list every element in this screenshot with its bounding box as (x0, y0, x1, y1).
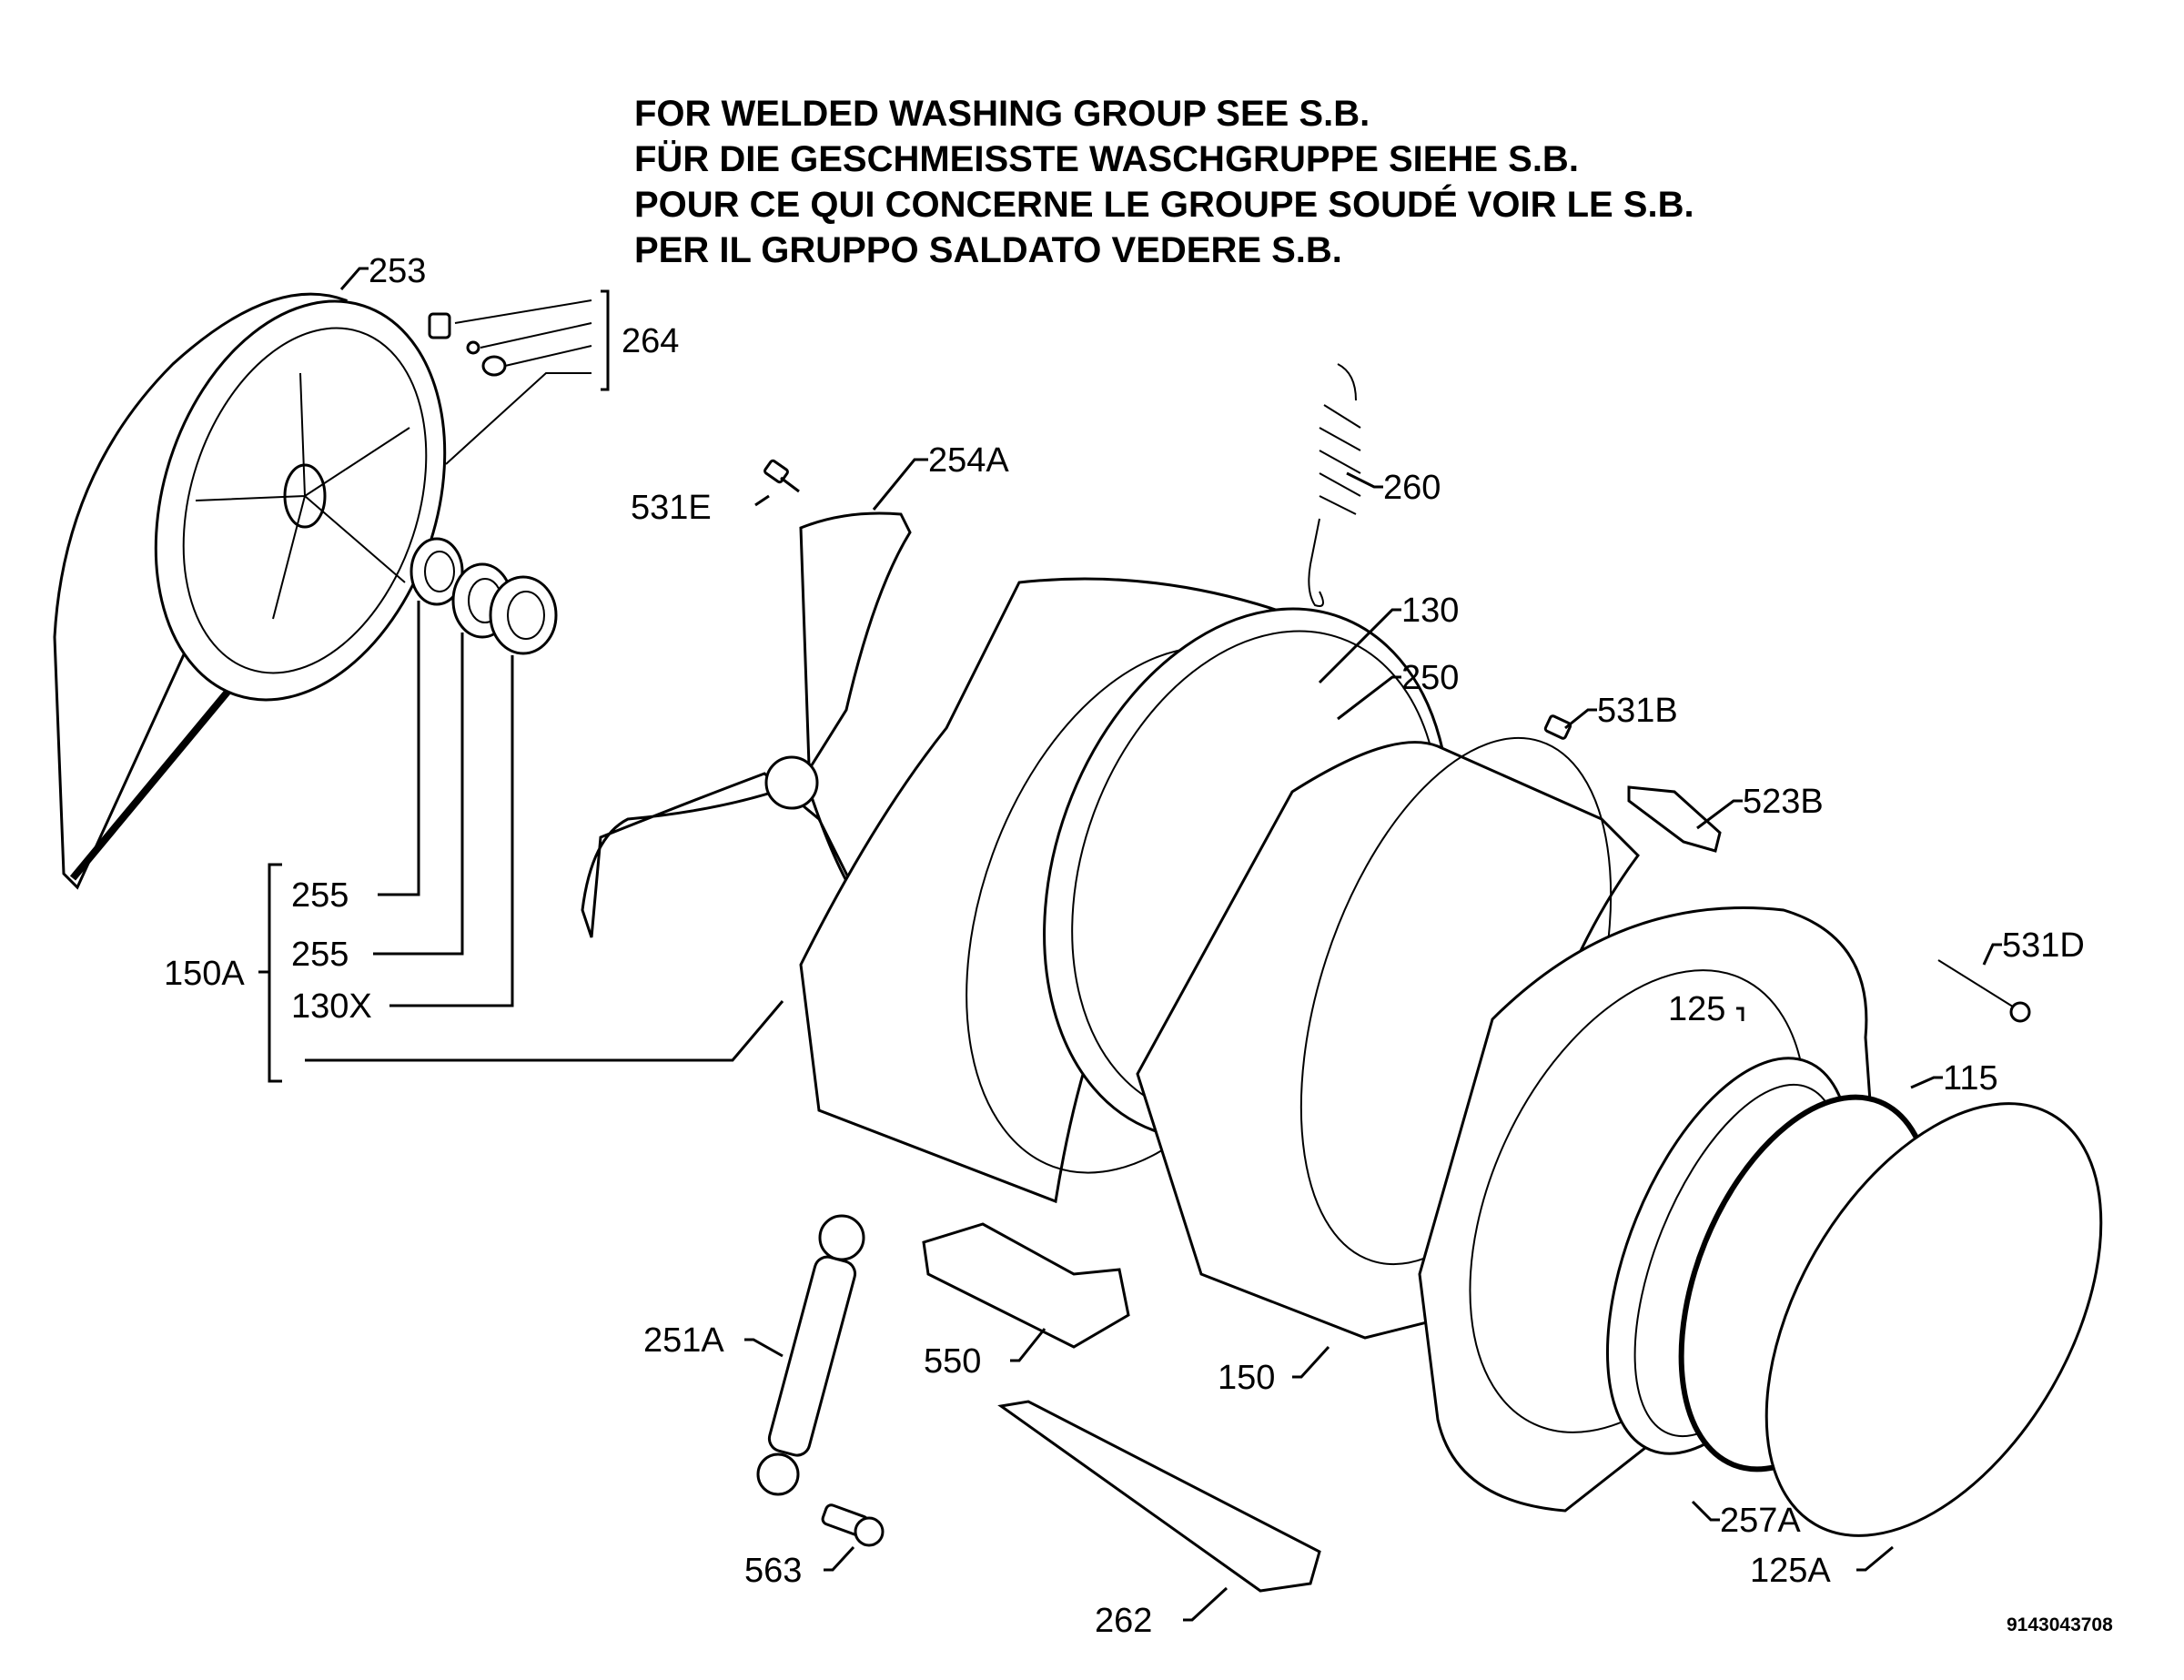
header-line-en: FOR WELDED WASHING GROUP SEE S.B. (634, 94, 1370, 134)
bracket-550 (922, 1222, 1130, 1349)
label-253: 253 (369, 252, 426, 290)
leader-lines (258, 267, 2002, 1622)
label-262: 262 (1095, 1602, 1152, 1640)
pin-563 (821, 1503, 885, 1547)
screw-531B (1543, 714, 1572, 740)
label-260: 260 (1383, 469, 1441, 507)
label-150: 150 (1218, 1359, 1275, 1397)
label-125A: 125A (1750, 1552, 1831, 1590)
label-251A: 251A (643, 1321, 724, 1360)
label-255-lower: 255 (291, 936, 349, 974)
weight-262 (997, 1400, 1321, 1593)
label-254A: 254A (928, 441, 1009, 480)
label-115: 115 (1943, 1059, 1998, 1098)
bearings (410, 537, 558, 655)
label-257A: 257A (1720, 1502, 1801, 1540)
label-130: 130 (1401, 592, 1459, 630)
part-labels: 253 264 531E 254A 260 130 250 531B 523B … (164, 252, 2113, 1640)
damper-251A (756, 1214, 865, 1496)
label-255-upper: 255 (291, 876, 349, 915)
label-531E: 531E (631, 489, 712, 527)
header-notes: FOR WELDED WASHING GROUP SEE S.B. FÜR DI… (634, 91, 1694, 273)
label-550: 550 (924, 1342, 981, 1381)
screw-531D (1937, 959, 2031, 1023)
label-250: 250 (1401, 659, 1459, 697)
label-264: 264 (622, 322, 679, 360)
door-glass-125A (1764, 1102, 2103, 1537)
header-line-de: FÜR DIE GESCHMEISSTE WASCHGRUPPE SIEHE S… (634, 139, 1579, 179)
bolt-set-264 (428, 289, 610, 465)
label-563: 563 (744, 1552, 802, 1590)
pulley-253 (53, 292, 447, 890)
label-125: 125 (1668, 990, 1725, 1028)
label-531D: 531D (2002, 926, 2085, 965)
header-line-it: PER IL GRUPPO SALDATO VEDERE S.B. (634, 230, 1342, 270)
screw-531E (763, 459, 800, 493)
label-523B: 523B (1743, 783, 1824, 821)
label-130X: 130X (291, 987, 372, 1026)
header-line-fr: POUR CE QUI CONCERNE LE GROUPE SOUDÉ VOI… (634, 185, 1694, 225)
spring-260 (1308, 363, 1361, 607)
drawing-code: 9143043708 (2007, 1614, 2113, 1635)
label-150A: 150A (164, 955, 245, 993)
latch-523B (1627, 785, 1722, 853)
label-531B: 531B (1597, 692, 1678, 730)
